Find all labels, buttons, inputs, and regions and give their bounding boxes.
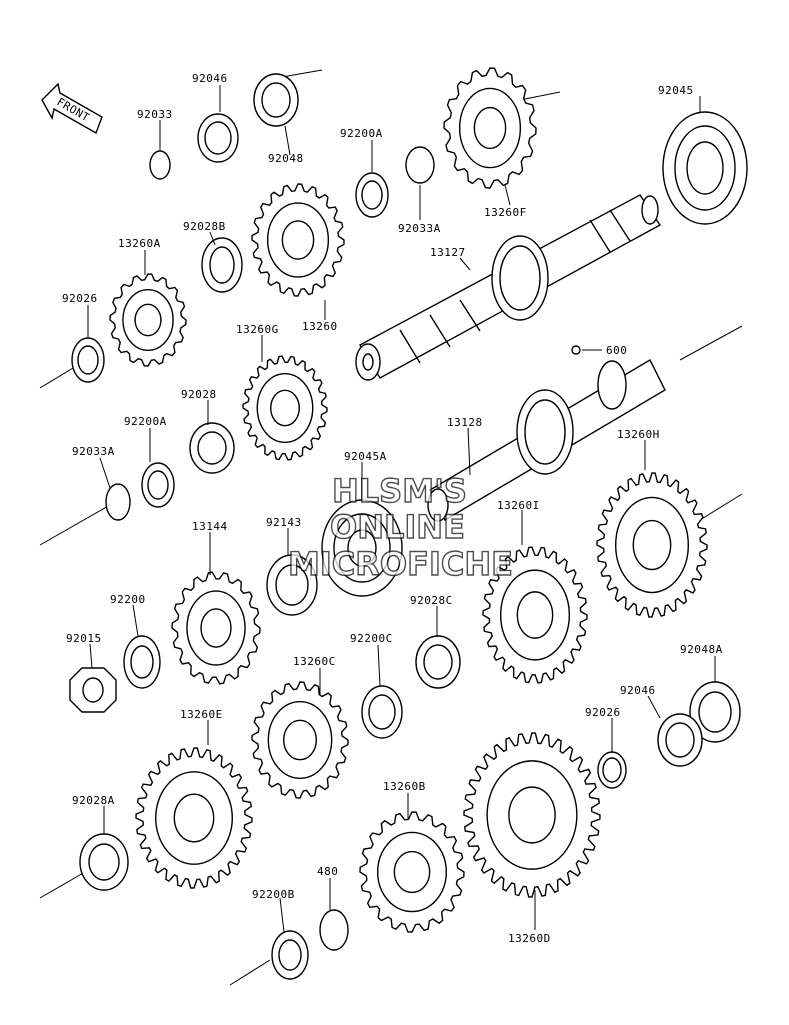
label-92046-right: 92046 bbox=[620, 684, 656, 697]
label-13260G: 13260G bbox=[236, 323, 279, 336]
watermark-line-2: ONLINE bbox=[330, 508, 465, 546]
label-92200A-top: 92200A bbox=[340, 127, 383, 140]
label-92048A: 92048A bbox=[680, 643, 723, 656]
bearing-92045A bbox=[321, 499, 403, 597]
label-13128: 13128 bbox=[447, 416, 483, 429]
watermark-line-1: HLSM'S bbox=[332, 472, 467, 510]
part-labels: 92046 92033 92048 92200A 92033A 13260F 9… bbox=[62, 72, 723, 945]
gear-13260 bbox=[251, 183, 345, 297]
label-92048: 92048 bbox=[268, 152, 304, 165]
label-92028B: 92028B bbox=[183, 220, 226, 233]
label-92026-right: 92026 bbox=[585, 706, 621, 719]
label-13260: 13260 bbox=[302, 320, 338, 333]
label-92200A-mid: 92200A bbox=[124, 415, 167, 428]
bushing-92028C bbox=[415, 635, 461, 689]
bushing-92028 bbox=[189, 422, 235, 474]
drive-shaft-13128 bbox=[427, 359, 666, 522]
washer-92200B bbox=[271, 930, 309, 980]
label-480: 480 bbox=[317, 865, 338, 878]
bearing-92045 bbox=[662, 111, 748, 225]
label-92045: 92045 bbox=[658, 84, 694, 97]
label-92046-top: 92046 bbox=[192, 72, 228, 85]
washer-92200A-mid bbox=[141, 462, 175, 508]
front-direction-arrow: FRONT bbox=[41, 82, 103, 135]
label-92033A-top: 92033A bbox=[398, 222, 441, 235]
label-92045A: 92045A bbox=[344, 450, 387, 463]
label-92033: 92033 bbox=[137, 108, 173, 121]
label-13127: 13127 bbox=[430, 246, 466, 259]
gear-13144 bbox=[171, 571, 261, 685]
gear-13260D bbox=[463, 732, 601, 898]
label-13260D: 13260D bbox=[508, 932, 551, 945]
leader-lines bbox=[87, 85, 716, 933]
circlip-92033A-top bbox=[405, 146, 435, 184]
gear-13260B bbox=[359, 811, 465, 933]
washer-92200C bbox=[361, 685, 403, 739]
gear-13260E bbox=[135, 747, 253, 889]
washer-92026-left bbox=[71, 337, 105, 383]
label-92143: 92143 bbox=[266, 516, 302, 529]
bushing-92028B bbox=[201, 237, 243, 293]
gear-13260H bbox=[596, 472, 708, 618]
watermark-line-3: MICROFICHE bbox=[288, 545, 513, 583]
label-13260B: 13260B bbox=[383, 780, 426, 793]
gears-group bbox=[109, 67, 708, 933]
needle-bearing-92046-right bbox=[657, 713, 703, 767]
label-92200C: 92200C bbox=[350, 632, 393, 645]
label-13260E: 13260E bbox=[180, 708, 223, 721]
label-13260I: 13260I bbox=[497, 499, 540, 512]
label-92028A: 92028A bbox=[72, 794, 115, 807]
label-13260C: 13260C bbox=[293, 655, 336, 668]
circlip-92033A-mid bbox=[105, 483, 131, 521]
circlip-480 bbox=[319, 909, 349, 951]
label-13260F: 13260F bbox=[484, 206, 527, 219]
gear-13260A bbox=[109, 273, 187, 367]
label-92026-left: 92026 bbox=[62, 292, 98, 305]
label-92200: 92200 bbox=[110, 593, 146, 606]
main-shaft-13127 bbox=[355, 194, 662, 381]
gear-13260I bbox=[482, 546, 588, 684]
label-92015: 92015 bbox=[66, 632, 102, 645]
gear-13260G bbox=[242, 355, 328, 461]
washers-and-circlips bbox=[71, 146, 627, 980]
label-92033A-mid: 92033A bbox=[72, 445, 115, 458]
circlip-92033 bbox=[149, 150, 171, 180]
bushing-92143 bbox=[266, 554, 318, 616]
washer-92200 bbox=[123, 635, 161, 689]
gear-13260F bbox=[443, 67, 537, 189]
label-92028C: 92028C bbox=[410, 594, 453, 607]
part-600-marker bbox=[571, 345, 581, 355]
label-13144: 13144 bbox=[192, 520, 228, 533]
bushing-92028A bbox=[79, 833, 129, 891]
label-92028: 92028 bbox=[181, 388, 217, 401]
collar-92048 bbox=[253, 73, 299, 127]
label-600: 600 bbox=[606, 344, 627, 357]
nut-92015 bbox=[69, 667, 117, 713]
needle-bearing-92046-top bbox=[197, 113, 239, 163]
gear-13260C bbox=[251, 681, 349, 799]
watermark: HLSM'S ONLINE MICROFICHE bbox=[287, 471, 513, 583]
label-13260A: 13260A bbox=[118, 237, 161, 250]
label-92200B: 92200B bbox=[252, 888, 295, 901]
label-13260H: 13260H bbox=[617, 428, 660, 441]
washer-92200A-top bbox=[355, 172, 389, 218]
